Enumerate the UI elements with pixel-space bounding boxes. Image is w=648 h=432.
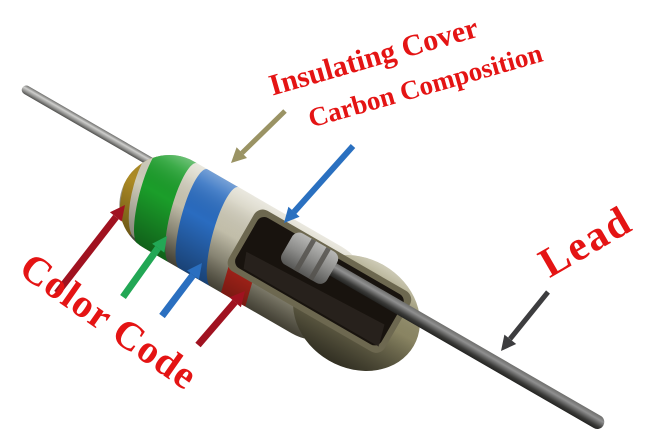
gold-band-arrow	[54, 205, 125, 296]
gold-band-arrow-head	[109, 205, 125, 222]
green-band-arrow-head	[152, 236, 167, 253]
lead-arrow-head	[501, 334, 517, 351]
blue-band-arrow-head	[187, 263, 202, 280]
insulating-cover-arrow-line	[240, 109, 287, 155]
carbon-composition-arrow	[284, 144, 356, 223]
gold-band-arrow-line	[54, 214, 119, 296]
red-band-arrow-line	[195, 299, 238, 348]
red-band-arrow	[195, 291, 245, 348]
insulating-cover-arrow-head	[231, 147, 247, 163]
lead-arrow-line	[508, 290, 550, 341]
inner-lead-ferrule	[281, 232, 339, 284]
green-band-arrow-line	[120, 245, 161, 300]
blue-band-arrow	[159, 263, 202, 319]
carbon-composition-arrow-line	[291, 144, 356, 214]
right-lead-wire	[316, 256, 605, 429]
carbon-composition-arrow-head	[284, 206, 300, 223]
ferrule-ridge	[293, 238, 317, 273]
red-band-arrow-head	[229, 291, 245, 308]
insulating-cover-arrow	[231, 109, 287, 163]
lead-arrow	[501, 290, 550, 351]
blue-band-arrow-line	[159, 272, 196, 319]
resistor-body-group	[21, 85, 605, 429]
cutaway-floor	[243, 251, 385, 347]
green-band-arrow	[120, 236, 167, 300]
ferrule-ridge	[308, 247, 331, 281]
left-lead-wire	[21, 85, 164, 172]
